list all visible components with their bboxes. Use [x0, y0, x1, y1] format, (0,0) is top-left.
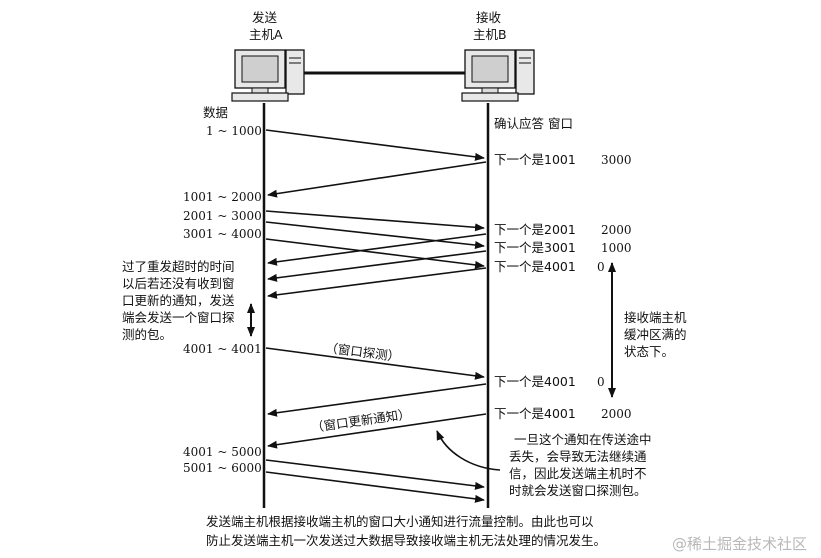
- watermark: @稀土掘金技术社区: [671, 535, 807, 553]
- timeout-note-line: 端会发送一个窗口探: [122, 310, 235, 325]
- ack-window: 0: [597, 260, 605, 274]
- receiver-computer-icon: [461, 49, 535, 102]
- caption-line: 发送端主机根据接收端主机的窗口大小通知进行流量控制。由此也可以: [206, 514, 594, 529]
- ack-window: 2000: [601, 223, 632, 237]
- ack-next: 下一个是4001: [494, 259, 576, 274]
- ack-row: 下一个是1001 3000: [494, 152, 632, 167]
- ack-row: 下一个是4001 0: [494, 259, 605, 274]
- ack-window: 2000: [601, 407, 632, 421]
- ack-window: 3000: [601, 153, 632, 167]
- ack-next: 下一个是2001: [494, 222, 576, 237]
- window-update-label: （窗口更新通知）: [310, 406, 411, 435]
- segment-arrow: [265, 459, 485, 490]
- buffer-note-line: 状态下。: [624, 344, 674, 359]
- ack-next: 下一个是4001: [494, 406, 576, 421]
- ack-arrow: [267, 161, 487, 198]
- segment-arrow: [265, 471, 485, 503]
- ack-window: 1000: [601, 241, 632, 255]
- send-range-7: 5001 ~ 6000: [183, 461, 262, 475]
- ack-row: 下一个是2001 2000: [494, 222, 632, 237]
- send-range-3: 2001 ~ 3000: [183, 209, 262, 223]
- ack-arrow: [267, 250, 487, 282]
- ack-window: 0: [597, 375, 605, 389]
- send-range-1: 1 ~ 1000: [206, 124, 262, 138]
- window-update-arrow: [267, 413, 487, 449]
- buffer-note-line: 缓冲区满的: [624, 327, 687, 342]
- segment-arrow: [265, 210, 485, 232]
- segment-arrow: [265, 238, 485, 269]
- ack-row: 下一个是4001 2000: [494, 406, 632, 421]
- figure-caption: 发送端主机根据接收端主机的窗口大小通知进行流量控制。由此也可以 防止发送端主机一…: [206, 512, 686, 550]
- buffer-note-line: 接收端主机: [624, 310, 687, 325]
- lost-notice-pointer-arrow: [436, 430, 501, 471]
- ack-next: 下一个是1001: [494, 152, 576, 167]
- timeout-note-line: 口更新的通知，发送: [122, 293, 235, 308]
- ack-next: 下一个是3001: [494, 240, 576, 255]
- ack-arrow: [267, 233, 487, 266]
- ack-window-column-header: 确认应答 窗口: [494, 116, 573, 131]
- ack-row: 下一个是3001 1000: [494, 240, 632, 255]
- segment-arrow: [265, 129, 485, 161]
- ack-next: 下一个是4001: [494, 374, 576, 389]
- segment-arrow: [265, 221, 485, 249]
- ack-row: 下一个是4001 0: [494, 374, 605, 389]
- send-range-2: 1001 ~ 2000: [183, 190, 262, 204]
- send-range-5: 4001 ~ 4001: [183, 342, 262, 356]
- ack-arrow: [267, 267, 487, 299]
- lost-note-line: 时就会发送窗口探测包。: [509, 483, 647, 498]
- lost-note-line: 丢失，会导致无法继续通: [509, 449, 647, 464]
- sender-computer-icon: [231, 49, 305, 102]
- data-column-header: 数据: [203, 105, 228, 120]
- lost-note-line: 信，因此发送端主机时不: [509, 466, 647, 481]
- caption-line: 防止发送端主机一次发送过大数据导致接收端主机无法处理的情况发生。: [206, 533, 607, 548]
- ack-arrow: [267, 383, 487, 417]
- sender-host-label-line2: 主机A: [249, 27, 283, 42]
- receiver-host-label-line2: 主机B: [473, 27, 507, 42]
- timeout-note-line: 过了重发超时的时间: [122, 259, 235, 274]
- timeout-note-line: 以后若还没有收到窗: [122, 276, 235, 291]
- receiver-host-label-line1: 接收: [476, 10, 502, 25]
- send-range-6: 4001 ~ 5000: [183, 445, 262, 459]
- lost-note-line: 一旦这个通知在传送途中: [514, 432, 652, 447]
- window-probe-arrow: [265, 347, 485, 380]
- timeout-note-line: 测的包。: [122, 327, 172, 342]
- send-range-4: 3001 ~ 4000: [183, 227, 262, 241]
- sender-host-label-line1: 发送: [252, 10, 278, 25]
